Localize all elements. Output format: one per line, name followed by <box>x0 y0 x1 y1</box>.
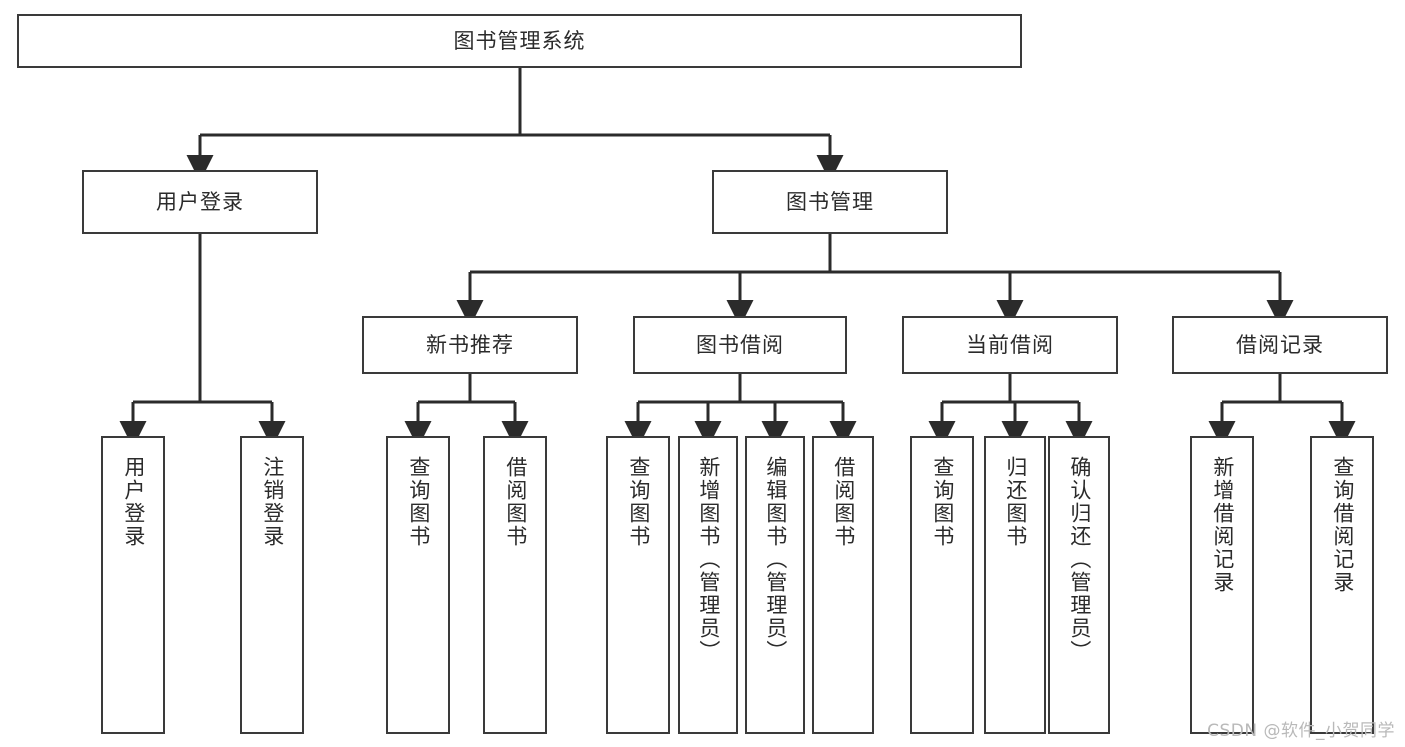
node-user-login[interactable]: 用户登录 <box>82 170 318 234</box>
leaf-lend-book[interactable]: 借阅图书 <box>812 436 874 734</box>
leaf-query-book-borrow[interactable]: 查询图书 <box>606 436 670 734</box>
node-root[interactable]: 图书管理系统 <box>17 14 1022 68</box>
leaf-borrow-book-newbook-label: 借阅图书 <box>503 456 528 548</box>
leaf-query-book-newbook[interactable]: 查询图书 <box>386 436 450 734</box>
node-new-book-recommend[interactable]: 新书推荐 <box>362 316 578 374</box>
node-book-borrow-label: 图书借阅 <box>696 332 784 357</box>
leaf-borrow-book-newbook[interactable]: 借阅图书 <box>483 436 547 734</box>
leaf-add-borrow-record[interactable]: 新增借阅记录 <box>1190 436 1254 734</box>
leaf-add-book-admin[interactable]: 新增图书（管理员） <box>678 436 738 734</box>
leaf-logout[interactable]: 注销登录 <box>240 436 304 734</box>
node-book-borrow[interactable]: 图书借阅 <box>633 316 847 374</box>
leaf-query-book-current[interactable]: 查询图书 <box>910 436 974 734</box>
leaf-query-book-current-label: 查询图书 <box>930 456 955 548</box>
leaf-confirm-return-admin[interactable]: 确认归还（管理员） <box>1048 436 1110 734</box>
leaf-user-login[interactable]: 用户登录 <box>101 436 165 734</box>
node-new-book-recommend-label: 新书推荐 <box>426 332 514 357</box>
node-root-label: 图书管理系统 <box>453 28 586 53</box>
leaf-add-book-admin-label: 新增图书（管理员） <box>696 456 721 663</box>
leaf-edit-book-admin-label: 编辑图书（管理员） <box>763 456 788 663</box>
leaf-return-book-label: 归还图书 <box>1003 456 1028 548</box>
node-book-management-label: 图书管理 <box>786 189 874 214</box>
leaf-edit-book-admin[interactable]: 编辑图书（管理员） <box>745 436 805 734</box>
leaf-confirm-return-admin-label: 确认归还（管理员） <box>1067 456 1092 663</box>
node-book-management[interactable]: 图书管理 <box>712 170 948 234</box>
watermark: CSDN @软件_小贺同学 <box>1207 721 1395 741</box>
node-borrow-record-label: 借阅记录 <box>1236 332 1324 357</box>
leaf-add-borrow-record-label: 新增借阅记录 <box>1210 456 1235 594</box>
leaf-query-borrow-record[interactable]: 查询借阅记录 <box>1310 436 1374 734</box>
node-current-borrow[interactable]: 当前借阅 <box>902 316 1118 374</box>
leaf-lend-book-label: 借阅图书 <box>831 456 856 548</box>
node-user-login-label: 用户登录 <box>156 189 244 214</box>
node-borrow-record[interactable]: 借阅记录 <box>1172 316 1388 374</box>
leaf-return-book[interactable]: 归还图书 <box>984 436 1046 734</box>
leaf-query-borrow-record-label: 查询借阅记录 <box>1330 456 1355 594</box>
leaf-query-book-borrow-label: 查询图书 <box>626 456 651 548</box>
leaf-logout-label: 注销登录 <box>260 456 285 548</box>
leaf-query-book-newbook-label: 查询图书 <box>406 456 431 548</box>
node-current-borrow-label: 当前借阅 <box>966 332 1054 357</box>
leaf-user-login-label: 用户登录 <box>121 456 146 548</box>
